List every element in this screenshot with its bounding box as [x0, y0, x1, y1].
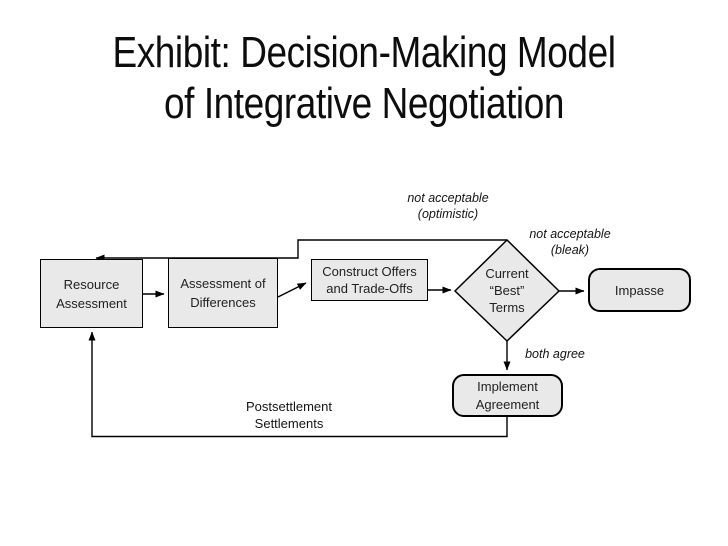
edge-label-not-acceptable-bleak: not acceptable (bleak) [529, 227, 611, 257]
node-impasse-label: Impasse [614, 282, 665, 298]
node-current-best-terms: Current “Best” Terms [457, 264, 557, 316]
connector-feedback-optimistic [95, 239, 507, 262]
node-current-best-terms-label: Current “Best” Terms [485, 265, 529, 315]
edge-label-postsettlement-settlements: Postsettlement Settlements [246, 399, 332, 431]
node-impasse: Impasse [588, 268, 691, 312]
node-assessment-of-differences: Assessment of Differences [168, 258, 278, 328]
slide-title: Exhibit: Decision-Making Model of Integr… [112, 28, 616, 128]
decision-diamond-shape [453, 238, 561, 343]
edge-label-both-agree: both agree [525, 347, 585, 361]
node-implement-agreement-label: Implement Agreement [475, 378, 540, 412]
edge-label-not-acceptable-optimistic: not acceptable (optimistic) [407, 191, 489, 221]
node-resource-assessment-label: Resource Assessment [56, 276, 127, 311]
connector-differences-to-construct [277, 282, 307, 298]
connector-postsettlement-loop [88, 331, 508, 438]
node-construct-offers: Construct Offers and Trade-Offs [311, 259, 428, 301]
node-construct-offers-label: Construct Offers and Trade-Offs [322, 264, 417, 296]
node-resource-assessment: Resource Assessment [40, 259, 143, 328]
node-implement-agreement: Implement Agreement [452, 374, 563, 417]
node-assessment-of-differences-label: Assessment of Differences [180, 276, 266, 310]
